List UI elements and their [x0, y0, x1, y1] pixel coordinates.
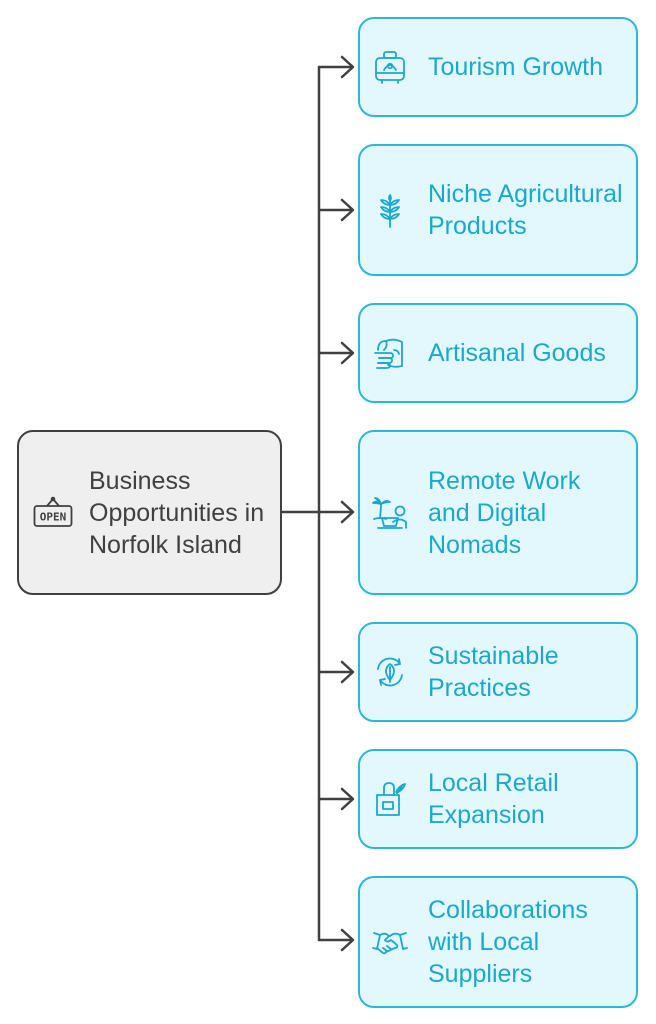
- open-sign-icon: OPEN: [33, 496, 73, 530]
- branch-label: Sustainable Practices: [428, 642, 559, 702]
- svg-text:OPEN: OPEN: [40, 510, 67, 523]
- branch-connector-4: [317, 500, 355, 524]
- branch-connector-1: [317, 55, 355, 79]
- branch-label: Local Retail Expansion: [428, 769, 559, 829]
- branch-node-tourism-growth: Tourism Growth: [358, 17, 638, 117]
- branch-connector-6: [317, 787, 355, 811]
- crafting-hands-icon: [372, 336, 408, 370]
- branch-connector-3: [317, 341, 355, 365]
- branch-node-niche-agricultural-products: Niche Agricultural Products: [358, 144, 638, 276]
- branch-node-remote-work-digital-nomads: Remote Work and Digital Nomads: [358, 430, 638, 595]
- laptop-palm-tree-icon: [372, 496, 408, 530]
- branch-node-local-retail-expansion: Local Retail Expansion: [358, 749, 638, 849]
- branch-connector-2: [317, 198, 355, 222]
- branch-label: Remote Work and Digital Nomads: [428, 466, 581, 559]
- suitcase-icon: [372, 50, 408, 84]
- branch-connector-7: [317, 928, 355, 952]
- handshake-icon: [372, 927, 408, 957]
- branch-connector-5: [317, 660, 355, 684]
- root-label: Business Opportunities in Norfolk Island: [89, 466, 265, 559]
- branch-label: Tourism Growth: [428, 53, 604, 81]
- branch-label: Collaborations with Local Suppliers: [428, 896, 588, 988]
- branch-node-collaborations-local-suppliers: Collaborations with Local Suppliers: [358, 876, 638, 1008]
- branch-label: Artisanal Goods: [428, 339, 606, 367]
- wheat-icon: [372, 191, 408, 229]
- root-node: OPEN Business Opportunities in Norfolk I…: [17, 430, 282, 595]
- recycle-leaf-icon: [372, 655, 408, 689]
- branch-label: Niche Agricultural Products: [428, 180, 623, 240]
- branch-node-artisanal-goods: Artisanal Goods: [358, 303, 638, 403]
- shopping-bag-icon: [372, 781, 408, 817]
- branch-node-sustainable-practices: Sustainable Practices: [358, 622, 638, 722]
